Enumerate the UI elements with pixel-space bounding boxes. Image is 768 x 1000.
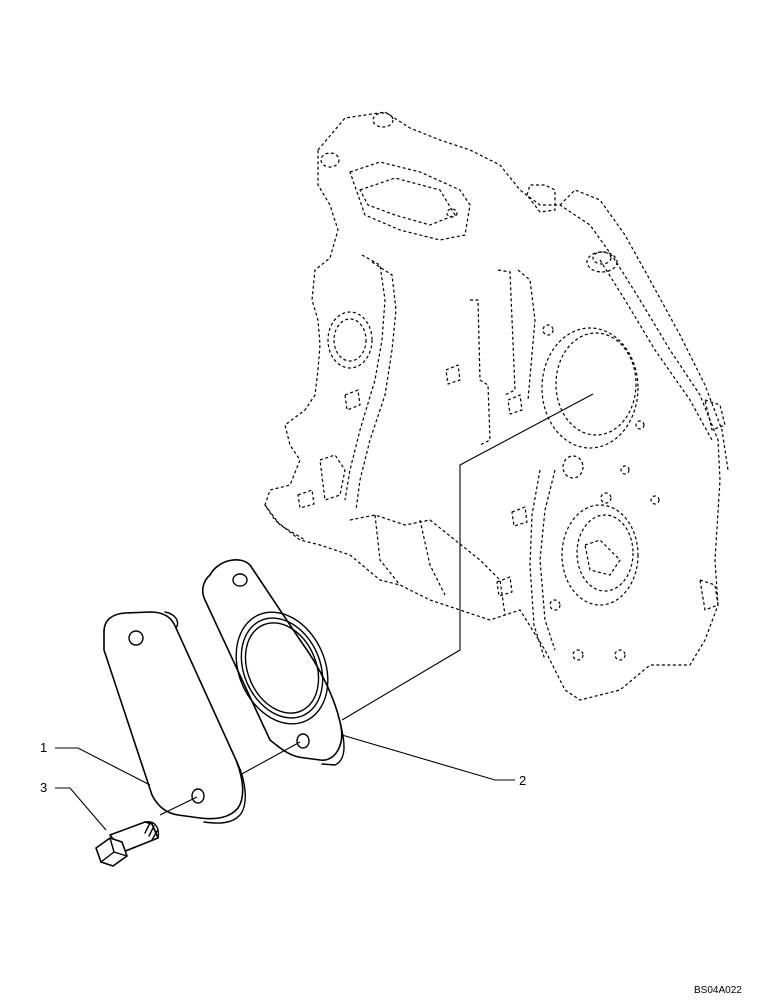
leader-lines bbox=[55, 393, 594, 831]
hex-bolt-part bbox=[95, 821, 160, 867]
gear-housing bbox=[264, 111, 729, 701]
callout-2: 2 bbox=[519, 773, 526, 788]
leader-line-1 bbox=[55, 747, 151, 786]
callout-1: 1 bbox=[40, 740, 47, 755]
leader-line-3 bbox=[55, 787, 107, 831]
cover-plate-part bbox=[103, 611, 246, 824]
gasket-part bbox=[202, 559, 345, 766]
figure-code: BS04A022 bbox=[694, 985, 742, 996]
leader-line-2 bbox=[341, 393, 594, 721]
callout-3: 3 bbox=[40, 780, 47, 795]
